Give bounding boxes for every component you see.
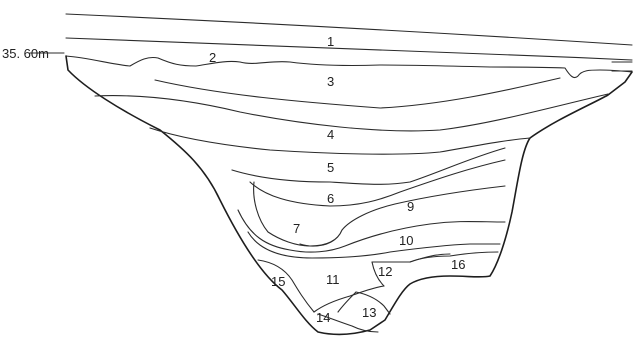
layer-10-label: 10 (399, 233, 413, 248)
layer-11-base-line (313, 285, 385, 313)
layer-5-label: 5 (327, 160, 334, 175)
layer-11-label: 11 (326, 272, 340, 287)
layer-2-label: 2 (209, 50, 216, 65)
layer-16-top-line (409, 251, 499, 263)
layer-12-side-line (371, 261, 385, 287)
layer-7-lens-line (299, 239, 335, 247)
layer-3-label: 3 (327, 74, 334, 89)
layer-16-label: 16 (451, 257, 465, 272)
layer-12-top-line (371, 253, 451, 263)
surface-top-line (65, 13, 633, 46)
layer-5-base-line (231, 147, 506, 185)
section-outline (65, 55, 633, 336)
layer-6-label: 6 (327, 191, 334, 206)
layer-15-boundary-line (257, 259, 315, 313)
layer-12-bottom-line (355, 291, 391, 315)
layer-4-top-line (94, 93, 609, 132)
layer-3-base-line (154, 77, 561, 109)
layer-12-label: 12 (378, 264, 392, 279)
elevation-label: 35. 60m (2, 46, 49, 61)
layer-7-outline (253, 181, 506, 247)
layer-14-boundary-line (317, 313, 379, 333)
layer-14-label: 14 (316, 310, 330, 325)
layer-15-label: 15 (271, 274, 285, 289)
layer-9-base-line (237, 209, 506, 253)
layer-13-label: 13 (362, 305, 376, 320)
layer-6-base-line (249, 159, 506, 207)
layer-4-label: 4 (327, 127, 334, 142)
layer-9-label: 9 (407, 199, 414, 214)
layer-10-base-line (247, 231, 501, 259)
layer-4-base-line (149, 127, 531, 155)
layer-13-boundary-line (337, 291, 357, 313)
layer-7-label: 7 (293, 221, 300, 236)
layer-1-base-line (65, 37, 633, 61)
layer-2-base-line (65, 55, 633, 79)
layer-1-label: 1 (327, 34, 334, 49)
